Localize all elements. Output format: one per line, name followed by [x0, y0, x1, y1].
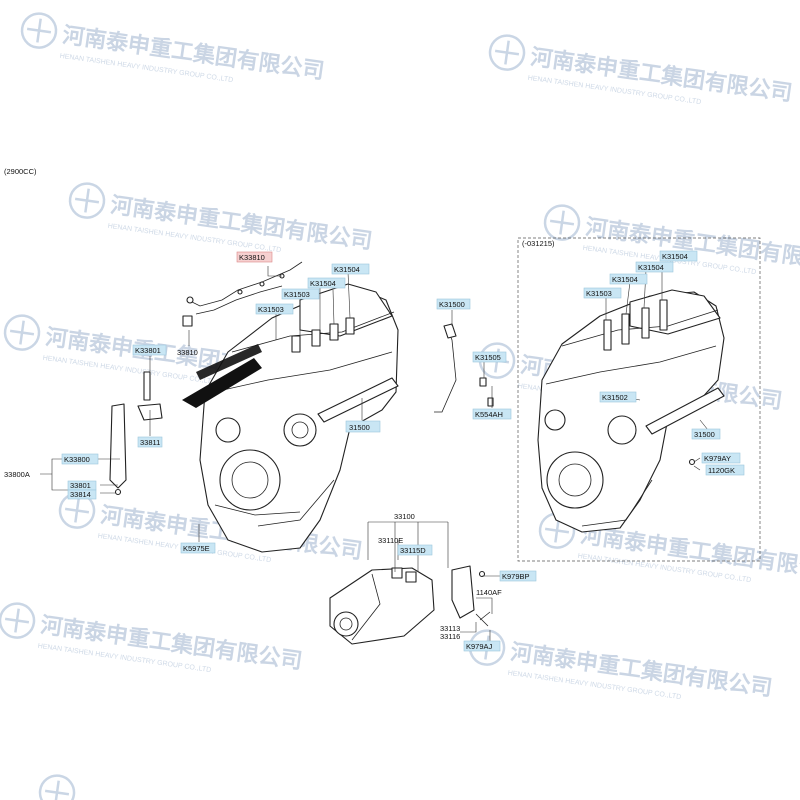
part-label-k979bp[interactable]: K979BP [499, 570, 537, 582]
part-label-1120gk[interactable]: 1120GK [705, 464, 745, 476]
svg-text:K33810: K33810 [239, 253, 265, 262]
part-label-k979aj[interactable]: K979AJ [463, 640, 501, 652]
fuel-pump-drawing [329, 565, 491, 645]
svg-text:K31503: K31503 [586, 289, 612, 298]
part-label-k31504-b[interactable]: K31504 [331, 263, 370, 275]
svg-text:K31505: K31505 [475, 353, 501, 362]
svg-text:1120GK: 1120GK [708, 466, 735, 475]
svg-text:K979BP: K979BP [502, 572, 530, 581]
svg-text:33814: 33814 [70, 490, 91, 499]
part-label-k31503-c[interactable]: K31503 [583, 287, 622, 299]
svg-text:K554AH: K554AH [475, 410, 503, 419]
part-label-33800a[interactable]: 33800A [4, 470, 30, 479]
svg-text:K33801: K33801 [135, 346, 161, 355]
part-label-k5975e[interactable]: K5975E [180, 542, 216, 554]
engine-note: (2900CC) [4, 167, 37, 176]
part-label-31500-b[interactable]: 31500 [691, 428, 721, 440]
fuel-line [434, 323, 494, 413]
part-label-k31504-d[interactable]: K31504 [635, 261, 674, 273]
part-label-k33810[interactable]: K33810 [236, 251, 273, 263]
part-label-33814[interactable]: 33814 [67, 489, 97, 500]
variant-frame-label: (-031215) [522, 239, 555, 248]
engine-right-drawing [537, 289, 725, 533]
part-label-1140af[interactable]: 1140AF [476, 588, 502, 597]
watermark-text: 河南泰申重工集团有限公司 [584, 214, 800, 276]
part-label-33811[interactable]: 33811 [137, 436, 163, 448]
svg-text:K31504: K31504 [638, 263, 664, 272]
part-label-k33801[interactable]: K33801 [132, 344, 167, 356]
svg-text:31500: 31500 [349, 423, 370, 432]
part-label-k31504-c[interactable]: K31504 [659, 250, 698, 262]
part-label-31500-a[interactable]: 31500 [345, 420, 381, 433]
svg-text:33811: 33811 [140, 438, 160, 447]
svg-text:K31503: K31503 [284, 290, 310, 299]
part-label-33113[interactable]: 33113 [440, 624, 460, 633]
part-label-k33800[interactable]: K33800 [61, 453, 99, 465]
svg-text:K31504: K31504 [334, 265, 360, 274]
part-label-33116[interactable]: 33116 [440, 632, 460, 641]
part-label-k31504-e[interactable]: K31504 [609, 273, 648, 285]
part-label-33801[interactable]: 33801 [67, 480, 97, 491]
engine-left-drawing [182, 283, 399, 553]
part-label-k979ay[interactable]: K979AY [701, 452, 741, 464]
part-label-33115d[interactable]: 33115D [397, 544, 433, 556]
svg-text:K31502: K31502 [602, 393, 628, 402]
part-label-k31505[interactable]: K31505 [472, 351, 507, 363]
svg-text:31500: 31500 [694, 430, 715, 439]
svg-text:K31500: K31500 [439, 300, 465, 309]
part-label-33100[interactable]: 33100 [394, 512, 415, 521]
svg-text:K31504: K31504 [612, 275, 638, 284]
svg-text:33115D: 33115D [400, 546, 426, 555]
part-label-k31502[interactable]: K31502 [599, 391, 637, 403]
part-label-k31504-a[interactable]: K31504 [307, 277, 346, 289]
svg-text:33801: 33801 [70, 481, 91, 490]
part-label-33110e[interactable]: 33110E [378, 536, 403, 545]
svg-text:K31503: K31503 [258, 305, 284, 314]
svg-text:K31504: K31504 [662, 252, 688, 261]
svg-text:K979AJ: K979AJ [466, 642, 493, 651]
svg-text:K5975E: K5975E [183, 544, 210, 553]
svg-text:K31504: K31504 [310, 279, 336, 288]
part-label-k31500[interactable]: K31500 [436, 298, 471, 310]
part-label-33810[interactable]: 33810 [177, 348, 198, 357]
variant-frame [517, 237, 761, 562]
wiring-harness [182, 261, 303, 327]
part-label-k554ah[interactable]: K554AH [472, 408, 512, 420]
part-label-k31503-a[interactable]: K31503 [255, 303, 294, 315]
part-labels: K33810 33810 K33801 33811 K33800 33800A … [4, 250, 745, 652]
part-label-k31503-b[interactable]: K31503 [281, 288, 320, 300]
svg-text:K33800: K33800 [64, 455, 90, 464]
svg-text:K979AY: K979AY [704, 454, 731, 463]
injector-part [109, 371, 163, 496]
